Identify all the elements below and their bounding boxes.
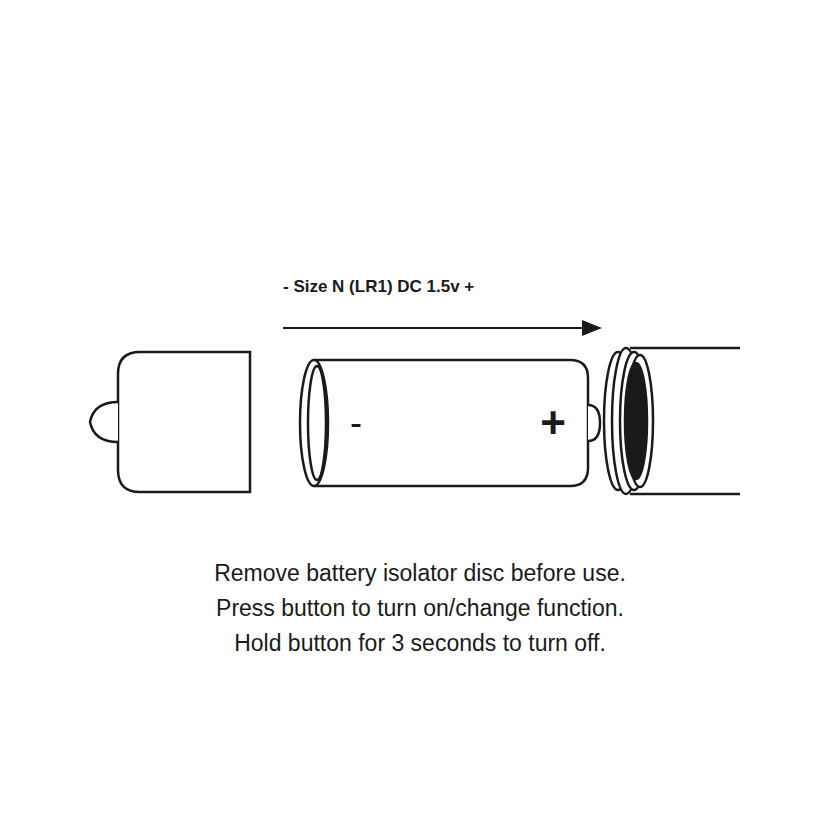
battery-body [314,360,588,486]
positive-sign: + [540,401,566,445]
battery-end-inner [308,366,326,480]
housing-opening [625,363,647,479]
battery-strokes [300,360,600,486]
housing-edge [630,493,740,496]
instruction-note: Hold button for 3 seconds to turn off. [234,630,606,657]
housing-edge [630,347,740,350]
end-cap-button [90,402,118,442]
battery-end [300,360,328,486]
battery-spec: - Size N (LR1) DC 1.5v + [283,277,474,297]
negative-sign: - [350,405,362,441]
battery-node: -+ [298,356,602,490]
instruction-note: Press button to turn on/change function. [216,595,624,622]
direction-arrow [283,327,585,329]
instruction-note: Remove battery isolator disc before use. [214,560,626,587]
arrow-head [582,320,602,336]
positive-terminal [588,405,600,441]
end-cap [118,352,250,492]
